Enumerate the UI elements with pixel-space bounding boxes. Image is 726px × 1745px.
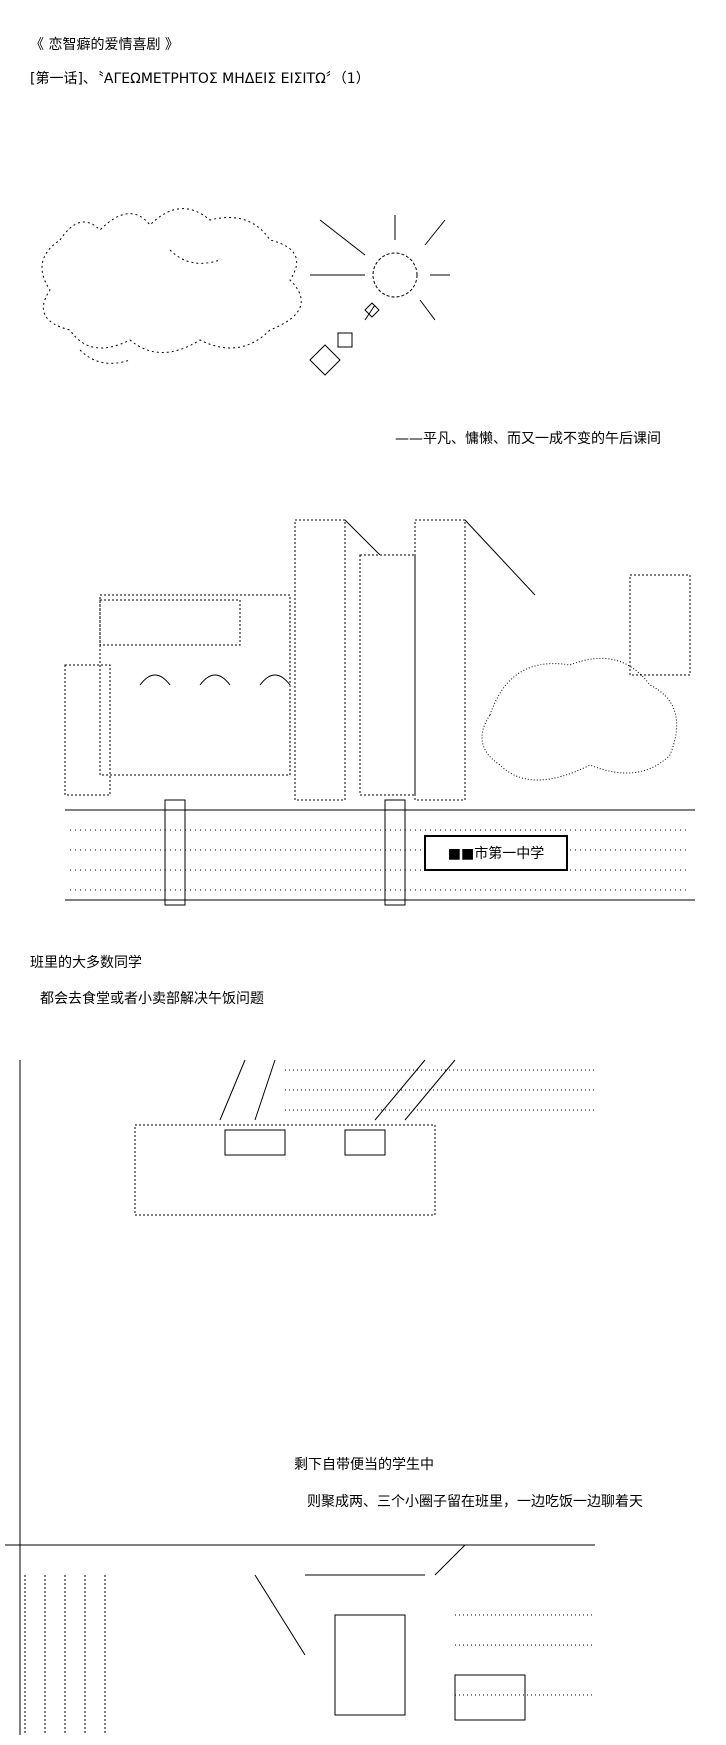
tree-icon (481, 657, 678, 781)
series-title: 《 恋智癖的爱情喜剧 》 (30, 37, 179, 53)
corridor-ascii-art (5, 1055, 605, 1745)
building-icon (139, 519, 536, 686)
sparkle-icon (309, 302, 380, 376)
school-sign: ■■市第一中学 (424, 835, 568, 871)
scene2-caption-line1: 班里的大多数同学 (30, 955, 142, 971)
corridor-icon (5, 1059, 595, 1735)
scene1-caption: ——平凡、慵懒、而又一成不变的午后课间 (395, 431, 661, 447)
scene3-caption-line1: 剩下自带便当的学生中 (294, 1457, 434, 1473)
school-ascii-art (60, 515, 700, 935)
scene3-caption-line2: 则聚成两、三个小圈子留在班里，一边吃饭一边聊着天 (307, 1494, 643, 1510)
sun-icon (310, 215, 450, 321)
gate-icon (65, 799, 695, 906)
sky-ascii-art (20, 190, 480, 400)
cloud-icon (41, 208, 302, 364)
chapter-title: [第一话]、〝ΑΓΕΩΜΕΤΡΗΤΟΣ ΜΗΔΕΙΣ ΕΙΣΙΤΩ〞（1） (30, 71, 370, 87)
scene2-caption-line2: 都会去食堂或者小卖部解决午饭问题 (40, 991, 264, 1007)
school-sign-text: ■■市第一中学 (447, 846, 545, 862)
